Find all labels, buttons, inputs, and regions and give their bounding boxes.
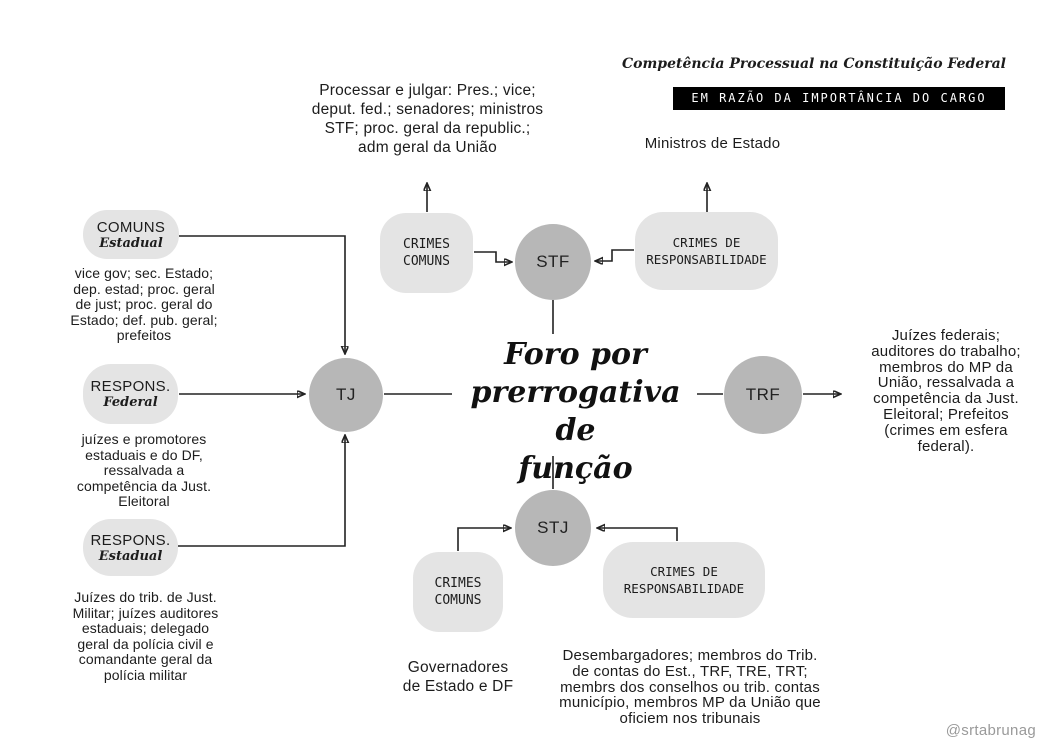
court-trf-label: TRF	[745, 385, 781, 404]
tj-respons-estadual-sublabel: Estadual	[98, 548, 163, 564]
stf-crimes-comuns-label: CRIMES COMUNS	[403, 237, 450, 269]
court-stf-label: STF	[536, 252, 570, 271]
connector-stjresp-to-stj	[598, 528, 678, 541]
stj-crimes-resp-target-text: Desembargadores; membros do Trib. de con…	[559, 647, 821, 728]
stj-crimes-comuns-target-text: Governadores de Estado e DF	[402, 659, 514, 695]
stj-crimes-comuns-pill: CRIMES COMUNS	[413, 552, 503, 632]
stj-crimes-resp-label: CRIMES DE RESPONSABILIDADE	[623, 564, 745, 596]
stf-crimes-resp-label: CRIMES DE RESPONSABILIDADE	[646, 235, 767, 267]
connector-stjcomuns-to-stj	[457, 528, 510, 551]
court-trf-node: TRF	[724, 356, 802, 434]
connector-crimescomuns-to-stf	[474, 251, 511, 262]
stf-crimes-resp-target-text: Ministros de Estado	[644, 135, 781, 152]
trf-detail-text: Juízes federais; auditores do trabalho; …	[871, 327, 1021, 455]
stf-crimes-resp-pill: CRIMES DE RESPONSABILIDADE	[635, 212, 778, 290]
subtitle-banner: EM RAZÃO DA IMPORTÂNCIA DO CARGO	[673, 87, 1005, 110]
tj-comuns-label: COMUNS	[96, 218, 166, 236]
page-title: Competência Processual na Constituição F…	[622, 56, 1006, 72]
tj-respons-federal-detail-text: juízes e promotores estaduais e do DF, r…	[76, 431, 212, 509]
tj-respons-federal-label: RESPONS.	[90, 378, 171, 395]
stf-crimes-comuns-target-text: Processar e julgar: Pres.; vice; deput. …	[311, 82, 544, 156]
watermark-handle: @srtabrunag	[945, 722, 1036, 739]
court-stf-node: STF	[515, 224, 591, 300]
court-tj-label: TJ	[336, 385, 356, 404]
stf-crimes-comuns-pill: CRIMES COMUNS	[380, 213, 473, 293]
tj-respons-estadual-label: RESPONS.	[90, 531, 171, 549]
tj-comuns-pill: COMUNS Estadual	[83, 210, 179, 259]
tj-respons-federal-sublabel: Federal	[103, 395, 158, 410]
court-tj-node: TJ	[309, 358, 383, 432]
tj-comuns-detail-text: vice gov; sec. Estado; dep. estad; proc.…	[70, 265, 218, 343]
stj-crimes-comuns-label: CRIMES COMUNS	[434, 576, 482, 608]
tj-comuns-sublabel: Estadual	[99, 235, 163, 251]
diagram-main-title: Foro por prerrogativa de função	[470, 337, 681, 486]
court-stj-node: STJ	[515, 490, 591, 566]
tj-respons-estadual-detail-text: Juízes do trib. de Just. Militar; juízes…	[72, 589, 219, 683]
court-stj-label: STJ	[537, 518, 569, 537]
connector-crimesresp-to-stf	[596, 249, 634, 261]
tj-respons-estadual-pill: RESPONS. Estadual	[83, 519, 178, 576]
tj-respons-federal-pill: RESPONS. Federal	[83, 364, 178, 424]
stj-crimes-resp-pill: CRIMES DE RESPONSABILIDADE	[603, 542, 765, 618]
